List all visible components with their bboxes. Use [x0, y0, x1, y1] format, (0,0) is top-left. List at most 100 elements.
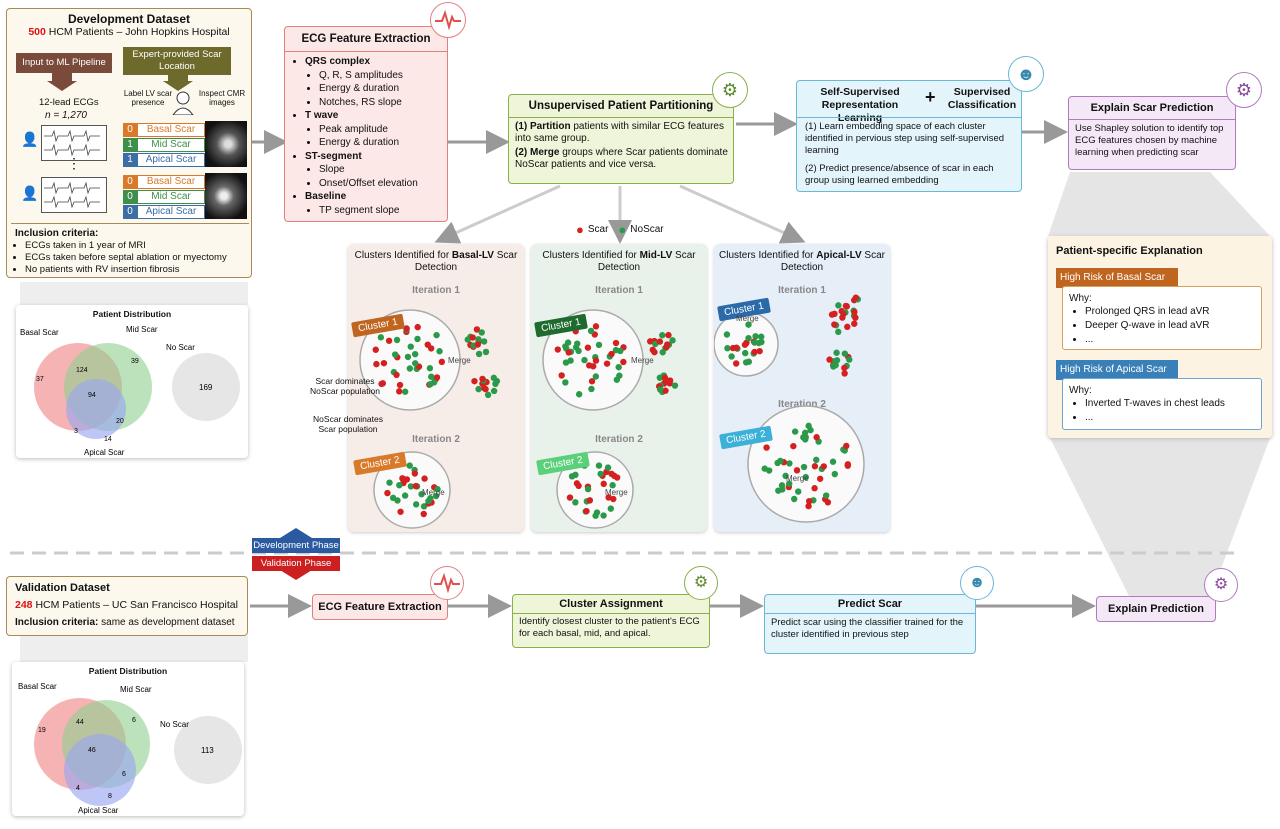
- feature-item: Onset/Offset elevation: [319, 177, 418, 191]
- input-ml-button: Input to ML Pipeline: [16, 53, 112, 73]
- cluster-panel-title: Clusters Identified for Basal-LV Scar De…: [352, 250, 520, 274]
- basal-risk-tag: High Risk of Basal Scar: [1056, 268, 1178, 288]
- venn-label-apical: Apical Scar: [78, 806, 119, 815]
- venn-value: 19: [38, 727, 46, 734]
- step-text: groups where Scar patients dominate NoSc…: [515, 147, 728, 170]
- val-ecg-panel: ECG Feature Extraction: [312, 594, 448, 620]
- venn-value: 39: [131, 358, 139, 365]
- cluster-title-bold: Mid-LV: [639, 250, 673, 261]
- merge-label: Merge: [448, 356, 471, 365]
- val-inclusion: Inclusion criteria: same as development …: [15, 617, 235, 628]
- divider: [513, 613, 709, 614]
- row-label: Apical Scar: [137, 153, 205, 167]
- annotation-scar-dominates: Scar dominates NoScar population: [310, 376, 380, 396]
- venn-label-basal: Basal Scar: [18, 682, 57, 691]
- unsup-step-2: (2) Merge groups where Scar patients dom…: [515, 147, 729, 171]
- ecg-feature-list: QRS complex Q, R, S amplitudes Energy & …: [293, 55, 418, 217]
- doctor-icon: [172, 91, 194, 116]
- legend-scar: Scar: [587, 224, 609, 235]
- explain-prediction-panel: Explain Prediction: [1096, 596, 1216, 622]
- cmr-image: [205, 173, 247, 219]
- expert-scar-button: Expert-provided Scar Location: [123, 47, 231, 75]
- cluster-panel-title: Clusters Identified for Apical-LV Scar D…: [718, 250, 886, 274]
- step-text: patients with similar ECG features into …: [515, 121, 724, 144]
- val-subtitle-line: 248 HCM Patients – UC San Francisco Hosp…: [15, 599, 238, 611]
- iteration-1-label: Iteration 1: [778, 285, 826, 296]
- basal-why-box: Why: Prolonged QRS in lead aVR Deeper Q-…: [1062, 286, 1262, 350]
- cluster-title-a: Clusters Identified for: [354, 250, 452, 261]
- why-item: Inverted T-waves in chest leads: [1085, 397, 1225, 411]
- iteration-2-label: Iteration 2: [778, 399, 826, 410]
- row-label: Mid Scar: [137, 138, 205, 152]
- val-patient-distribution: Patient Distribution Basal Scar Mid Scar…: [12, 662, 244, 816]
- cluster-title-a: Clusters Identified for: [719, 250, 817, 261]
- dist-title: Patient Distribution: [92, 309, 172, 319]
- dist-title: Patient Distribution: [88, 666, 168, 676]
- divider: [509, 117, 733, 118]
- scar-legend: ●Scar ●NoScar: [576, 222, 664, 237]
- feature-group: QRS complex: [305, 55, 418, 69]
- feature-item: TP segment slope: [319, 204, 418, 218]
- row-label: Basal Scar: [137, 123, 205, 137]
- feature-item: Q, R, S amplitudes: [319, 69, 418, 83]
- row-label: Apical Scar: [137, 205, 205, 219]
- row-value: 0: [123, 205, 137, 219]
- feature-item: Energy & duration: [319, 82, 418, 96]
- predict-scar-panel: Predict Scar Predict scar using the clas…: [764, 594, 976, 654]
- heartbeat-icon: [430, 2, 466, 38]
- iteration-1-label: Iteration 1: [412, 285, 460, 296]
- feature-item: Energy & duration: [319, 136, 418, 150]
- apical-why-list: Inverted T-waves in chest leads ...: [1073, 397, 1225, 425]
- why-item: ...: [1085, 333, 1210, 347]
- iteration-1-label: Iteration 1: [595, 285, 643, 296]
- venn-diagram: Basal Scar Mid Scar No Scar Apical Scar …: [20, 325, 240, 457]
- explain-title: Explain Scar Prediction: [1090, 102, 1214, 114]
- venn-label-basal: Basal Scar: [20, 328, 59, 337]
- explain-text: Use Shapley solution to identify top ECG…: [1075, 123, 1224, 158]
- apical-risk-tag: High Risk of Apical Scar: [1056, 360, 1178, 380]
- legend-noscar: NoScar: [630, 224, 664, 235]
- merge-label: Merge: [605, 488, 628, 497]
- venn-label-apical: Apical Scar: [84, 448, 125, 457]
- step-num: (2): [515, 147, 528, 158]
- venn-value: 8: [108, 793, 112, 800]
- feature-group: T wave: [305, 109, 418, 123]
- divider: [797, 117, 1021, 118]
- venn-value: 124: [76, 367, 88, 374]
- inspect-cmr: Inspect CMR images: [198, 89, 246, 107]
- cluster-visualization: [714, 294, 865, 523]
- heartbeat-icon: [430, 566, 464, 600]
- step-num: (1): [515, 121, 528, 132]
- cluster-panel-title: Clusters Identified for Mid-LV Scar Dete…: [535, 250, 703, 274]
- venn-diagram: Basal Scar Mid Scar No Scar Apical Scar …: [18, 682, 242, 815]
- venn-value: 94: [88, 392, 96, 399]
- row-value: 0: [123, 190, 137, 204]
- plus-sign: +: [925, 87, 936, 107]
- dev-subtitle: HCM Patients – John Hopkins Hospital: [48, 26, 230, 38]
- unsup-title: Unsupervised Patient Partitioning: [528, 100, 714, 112]
- feature-item: Peak amplitude: [319, 123, 418, 137]
- venn-value: 46: [88, 747, 96, 754]
- incl-bold: Inclusion criteria:: [15, 617, 99, 628]
- validation-phase-label: Validation Phase: [252, 556, 340, 571]
- cluster-brain-icon: ⚙: [712, 72, 748, 108]
- development-dataset-panel: Development Dataset 500 HCM Patients – J…: [6, 8, 252, 278]
- venn-label-noscar: No Scar: [166, 343, 195, 352]
- explain-panel: Explain Scar Prediction Use Shapley solu…: [1068, 96, 1236, 170]
- inclusion-title: Inclusion criteria:: [15, 228, 99, 239]
- dev-title: Development Dataset: [67, 12, 191, 26]
- inclusion-item: ECGs taken before septal ablation or mye…: [25, 252, 227, 264]
- venn-value: 169: [199, 383, 213, 392]
- unsup-step-1: (1) Partition patients with similar ECG …: [515, 121, 729, 145]
- why-item: Prolonged QRS in lead aVR: [1085, 305, 1210, 319]
- explain-head-icon: ⚙: [1204, 568, 1238, 602]
- row-value: 0: [123, 123, 137, 137]
- merge-label: Merge: [786, 474, 809, 483]
- ssl-title-b: Supervised Classification: [947, 86, 1017, 111]
- cluster-title-a: Clusters Identified for: [542, 250, 640, 261]
- row-value: 1: [123, 138, 137, 152]
- cluster-brain-icon: ⚙: [684, 566, 718, 600]
- assign-text: Identify closest cluster to the patient'…: [519, 616, 700, 639]
